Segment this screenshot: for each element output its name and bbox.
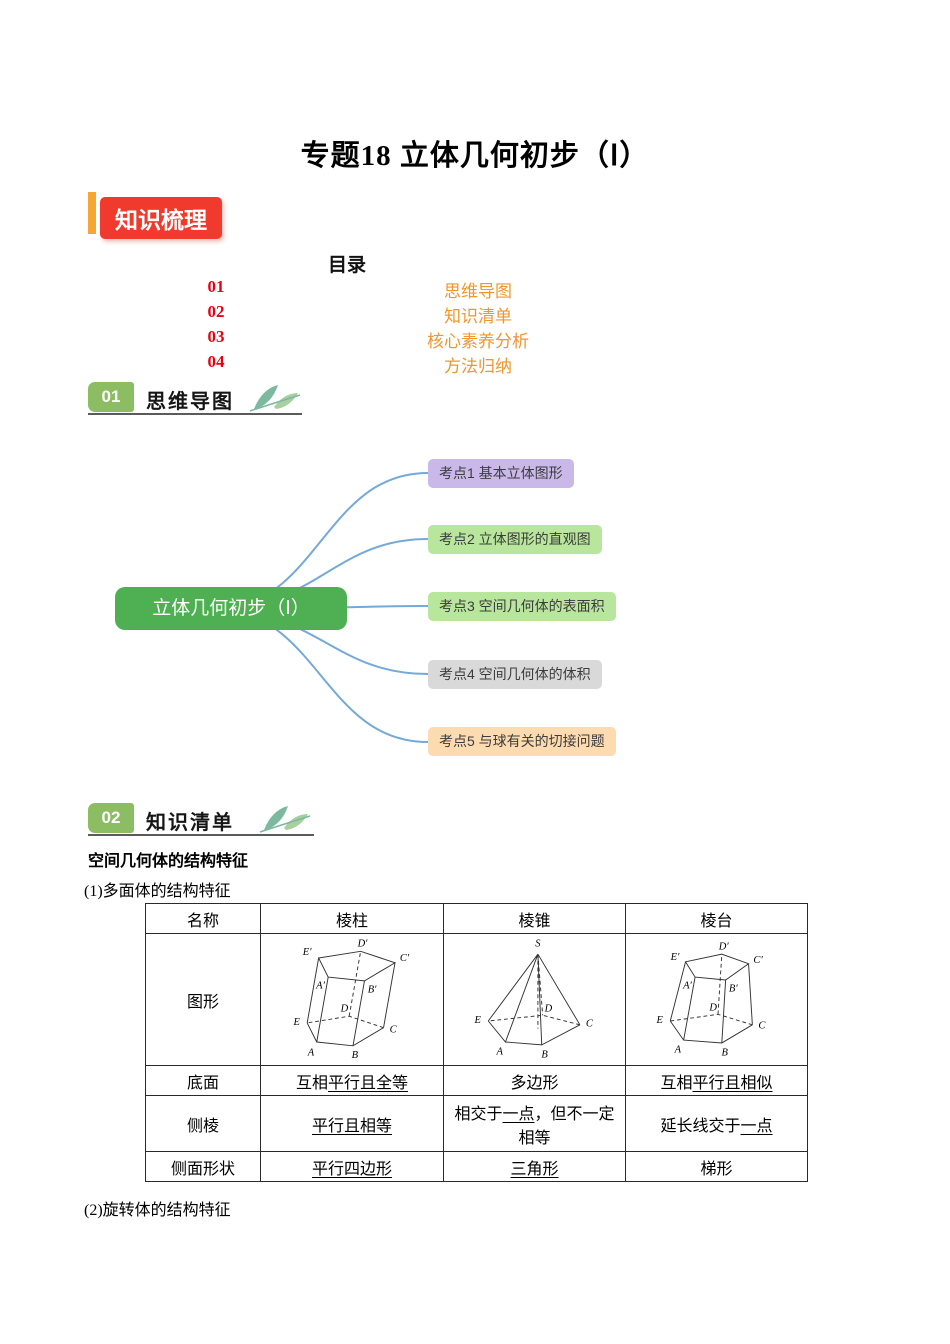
cell-face-prism: 平行四边形 xyxy=(260,1151,444,1182)
toc-number-4: 04 xyxy=(207,352,225,371)
vertex-label: C′ xyxy=(400,952,410,963)
header-prism: 棱柱 xyxy=(260,903,444,934)
cell-face-frustum: 梯形 xyxy=(625,1151,808,1182)
vertex-label: D xyxy=(708,1002,717,1013)
cell-bottom-prism: 互相平行且全等 xyxy=(260,1065,444,1096)
mindmap-node-volume: 考点4 空间几何体的体积 xyxy=(428,660,602,689)
vertex-label: D xyxy=(340,1003,349,1014)
section-01-divider xyxy=(88,413,302,415)
structure-heading: 空间几何体的结构特征 xyxy=(88,853,249,870)
toc-number-2: 02 xyxy=(207,302,225,321)
prism-figure: E′ D′ C′ B′ A′ E D C A B xyxy=(292,938,410,1061)
vertex-label: C xyxy=(758,1020,766,1031)
vertex-label: A xyxy=(496,1046,504,1057)
section-02-badge: 02 xyxy=(88,803,134,833)
cell-figure-frustum: E′ D′ C′ B′ A′ E D C A B xyxy=(625,933,808,1066)
vertex-label: C xyxy=(586,1018,594,1029)
rowlabel-lateral-edges: 侧棱 xyxy=(145,1095,261,1152)
structure-feature-table: 名称 棱柱 棱锥 棱台 图形 E′ D′ C′ B′ A′ E D xyxy=(145,903,808,1182)
toc-item-method-summary[interactable]: 方法归纳 xyxy=(444,357,512,376)
cell-lateral-frustum: 延长线交于一点 xyxy=(625,1095,808,1152)
vertex-label: E xyxy=(292,1016,300,1027)
table-row-side-face-shape: 侧面形状 平行四边形 三角形 梯形 xyxy=(145,1151,808,1182)
section-01-title: 思维导图 xyxy=(146,391,234,413)
toc-heading: 目录 xyxy=(327,255,366,276)
rowlabel-side-face-shape: 侧面形状 xyxy=(145,1151,261,1182)
toc-item-mindmap[interactable]: 思维导图 xyxy=(444,282,512,301)
vertex-label: A′ xyxy=(682,980,692,991)
vertex-label: D′ xyxy=(357,938,369,949)
mindmap-node-surface-area: 考点3 空间几何体的表面积 xyxy=(428,592,616,621)
mindmap-node-basic-solids: 考点1 基本立体图形 xyxy=(428,459,574,488)
table-row-lateral-edges: 侧棱 平行且相等 相交于一点，但不一定相等 延长线交于一点 xyxy=(145,1095,808,1152)
mindmap-root-node: 立体几何初步（Ⅰ） xyxy=(115,587,347,630)
cell-bottom-frustum: 互相平行且相似 xyxy=(625,1065,808,1096)
vertex-label: C′ xyxy=(753,954,763,965)
frustum-figure: E′ D′ C′ B′ A′ E D C A B xyxy=(656,941,767,1058)
header-name: 名称 xyxy=(145,903,261,934)
section-01-badge: 01 xyxy=(88,382,134,412)
vertex-label: E xyxy=(474,1014,482,1025)
leaf-decoration-icon xyxy=(249,385,301,412)
vertex-label: B xyxy=(721,1047,728,1058)
cell-figure-prism: E′ D′ C′ B′ A′ E D C A B xyxy=(260,933,444,1066)
vertex-label: B′ xyxy=(729,983,738,994)
section-02-divider xyxy=(88,834,314,836)
vertex-label: A xyxy=(307,1047,315,1058)
page-title: 专题18 立体几何初步（Ⅰ） xyxy=(300,140,650,172)
toc-number-3: 03 xyxy=(207,327,225,346)
vertex-label: C xyxy=(390,1024,398,1035)
vertex-label: D′ xyxy=(718,941,730,952)
cell-lateral-pyramid: 相交于一点，但不一定相等 xyxy=(443,1095,626,1152)
pyramid-figure: S E D C A B xyxy=(474,938,594,1060)
rowlabel-figure: 图形 xyxy=(145,933,261,1066)
cell-face-pyramid: 三角形 xyxy=(443,1151,626,1182)
table-row-figure: 图形 E′ D′ C′ B′ A′ E D C A B xyxy=(145,933,808,1066)
vertex-label: B′ xyxy=(368,984,377,995)
toc-number-1: 01 xyxy=(207,277,225,296)
vertex-label: A xyxy=(674,1044,682,1055)
table-header-row: 名称 棱柱 棱锥 棱台 xyxy=(145,903,808,934)
toc-item-knowledge-list[interactable]: 知识清单 xyxy=(444,307,512,326)
polyhedron-subheading: (1)多面体的结构特征 xyxy=(84,883,231,900)
mindmap-node-sphere-problems: 考点5 与球有关的切接问题 xyxy=(428,727,616,756)
vertex-label: S xyxy=(535,938,541,949)
vertex-label: D xyxy=(544,1003,553,1014)
leaf-decoration-icon xyxy=(259,806,311,833)
header-frustum: 棱台 xyxy=(625,903,808,934)
vertex-label: B xyxy=(541,1049,548,1060)
knowledge-review-badge: 知识梳理 xyxy=(100,197,222,239)
vertex-label: A′ xyxy=(315,980,325,991)
cell-figure-pyramid: S E D C A B xyxy=(443,933,626,1066)
vertex-label: E′ xyxy=(670,951,680,962)
toc-item-core-literacy[interactable]: 核心素养分析 xyxy=(427,332,529,351)
vertex-label: E xyxy=(656,1014,664,1025)
header-pyramid: 棱锥 xyxy=(443,903,626,934)
cell-bottom-pyramid: 多边形 xyxy=(443,1065,626,1096)
vertex-label: E′ xyxy=(302,947,312,958)
rowlabel-bottom-face: 底面 xyxy=(145,1065,261,1096)
mindmap-node-intuitive-view: 考点2 立体图形的直观图 xyxy=(428,525,602,554)
vertex-label: B xyxy=(352,1050,359,1061)
cell-lateral-prism: 平行且相等 xyxy=(260,1095,444,1152)
section-02-title: 知识清单 xyxy=(146,812,234,834)
table-row-bottom-face: 底面 互相平行且全等 多边形 互相平行且相似 xyxy=(145,1065,808,1096)
rotation-solid-subheading: (2)旋转体的结构特征 xyxy=(84,1202,231,1219)
accent-bar xyxy=(88,192,96,234)
